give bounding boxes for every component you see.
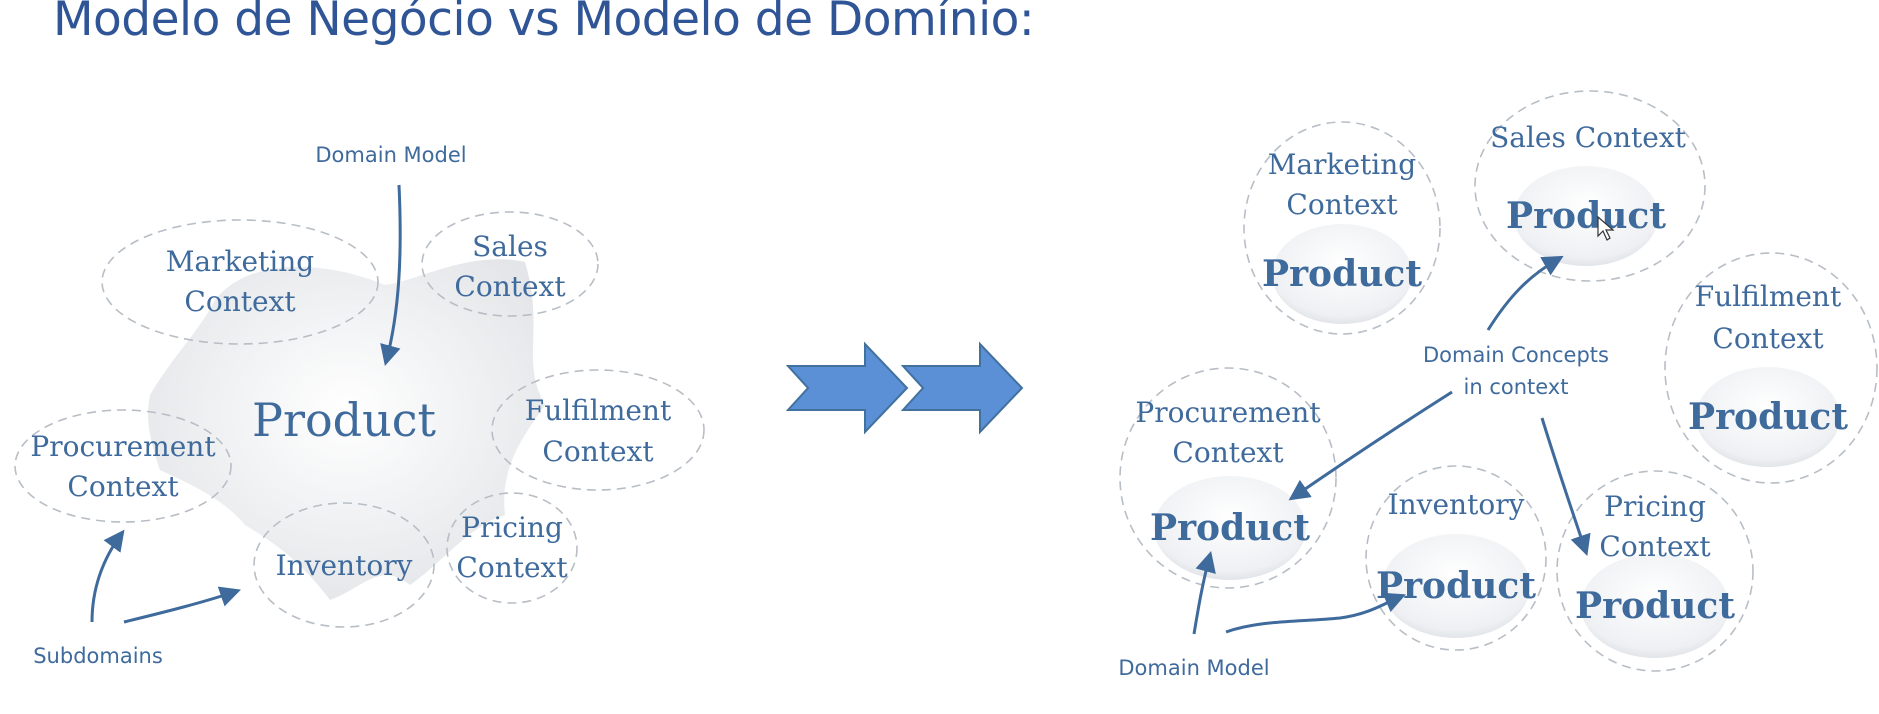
right-marketing-label-2: Context bbox=[1286, 188, 1398, 221]
right-procurement-label-1: Procurement bbox=[1135, 396, 1321, 429]
chevron-arrow-1 bbox=[785, 341, 909, 435]
right-sales-product-disc bbox=[1514, 166, 1658, 266]
chevron-arrow-2 bbox=[900, 341, 1024, 435]
right-arrow-to-procurement bbox=[1288, 390, 1453, 501]
right-marketing-product-disc bbox=[1272, 224, 1412, 324]
right-procurement-label-2: Context bbox=[1172, 436, 1284, 469]
right-diagram: Marketing Context Product Sales Context … bbox=[1118, 90, 1878, 680]
right-sales-context-circle bbox=[1474, 90, 1706, 282]
left-fulfilment-label-2: Context bbox=[542, 435, 654, 468]
mouse-cursor-icon bbox=[1597, 215, 1615, 241]
right-procurement-product-disc bbox=[1154, 476, 1306, 580]
right-domain-concepts-label-1: Domain Concepts bbox=[1423, 343, 1609, 367]
right-marketing-context-circle bbox=[1243, 121, 1441, 335]
marketing-context-ellipse bbox=[101, 219, 379, 345]
right-procurement-product-label: Product bbox=[1150, 507, 1310, 549]
left-sales-label-2: Context bbox=[454, 270, 566, 303]
left-product-label: Product bbox=[252, 393, 436, 447]
right-domain-model-arrow-right bbox=[1225, 592, 1406, 634]
right-fulfilment-product-disc bbox=[1696, 367, 1840, 467]
right-inventory-label: Inventory bbox=[1388, 488, 1525, 521]
right-inventory-product-label: Product bbox=[1376, 565, 1536, 607]
right-procurement-context-circle bbox=[1119, 367, 1337, 589]
left-fulfilment-label-1: Fulfilment bbox=[525, 394, 672, 427]
right-domain-concepts-label-2: in context bbox=[1464, 375, 1569, 399]
right-pricing-context-circle bbox=[1556, 470, 1754, 672]
left-pricing-label-2: Context bbox=[456, 551, 568, 584]
left-subdomains-label: Subdomains bbox=[33, 644, 163, 668]
right-domain-model-label: Domain Model bbox=[1118, 656, 1269, 680]
procurement-context-ellipse bbox=[14, 409, 232, 523]
slide-title: Modelo de Negócio vs Modelo de Domínio: bbox=[53, 0, 1035, 47]
right-arrow-to-pricing bbox=[1540, 417, 1591, 556]
right-pricing-label-1: Pricing bbox=[1604, 490, 1706, 523]
left-domain-model-label: Domain Model bbox=[315, 143, 466, 167]
sales-context-ellipse bbox=[421, 211, 599, 317]
right-marketing-label-1: Marketing bbox=[1268, 148, 1417, 181]
pricing-context-ellipse bbox=[446, 492, 578, 604]
fulfilment-context-ellipse bbox=[491, 369, 705, 491]
right-pricing-label-2: Context bbox=[1599, 530, 1711, 563]
left-diagram: Domain Model Marketing Context Sales Con… bbox=[14, 143, 705, 668]
inventory-context-ellipse bbox=[253, 502, 435, 628]
left-procurement-label-2: Context bbox=[67, 470, 179, 503]
left-inventory-label: Inventory bbox=[276, 549, 413, 582]
right-fulfilment-product-label: Product bbox=[1688, 396, 1848, 438]
right-arrow-to-sales bbox=[1486, 255, 1564, 331]
right-fulfilment-label-1: Fulfilment bbox=[1695, 280, 1842, 313]
left-marketing-label-2: Context bbox=[184, 285, 296, 318]
right-sales-product-label: Product bbox=[1506, 195, 1666, 237]
right-inventory-product-disc bbox=[1382, 534, 1530, 638]
left-pricing-label-1: Pricing bbox=[461, 511, 563, 544]
transition-arrow-icon bbox=[785, 341, 1024, 435]
right-fulfilment-context-circle bbox=[1664, 252, 1878, 484]
right-pricing-product-label: Product bbox=[1575, 585, 1735, 627]
left-sales-label-1: Sales bbox=[472, 230, 548, 263]
left-procurement-label-1: Procurement bbox=[30, 430, 216, 463]
left-domain-model-arrow bbox=[380, 184, 402, 367]
right-marketing-product-label: Product bbox=[1262, 253, 1422, 295]
left-subdomains-arrow-up bbox=[90, 529, 125, 623]
right-fulfilment-label-2: Context bbox=[1712, 322, 1824, 355]
left-subdomains-arrow-right bbox=[123, 586, 241, 624]
left-marketing-label-1: Marketing bbox=[166, 245, 315, 278]
right-domain-model-arrow-up bbox=[1192, 550, 1216, 635]
right-sales-label: Sales Context bbox=[1490, 121, 1687, 154]
right-inventory-context-circle bbox=[1365, 465, 1547, 651]
right-pricing-product-disc bbox=[1581, 554, 1729, 658]
